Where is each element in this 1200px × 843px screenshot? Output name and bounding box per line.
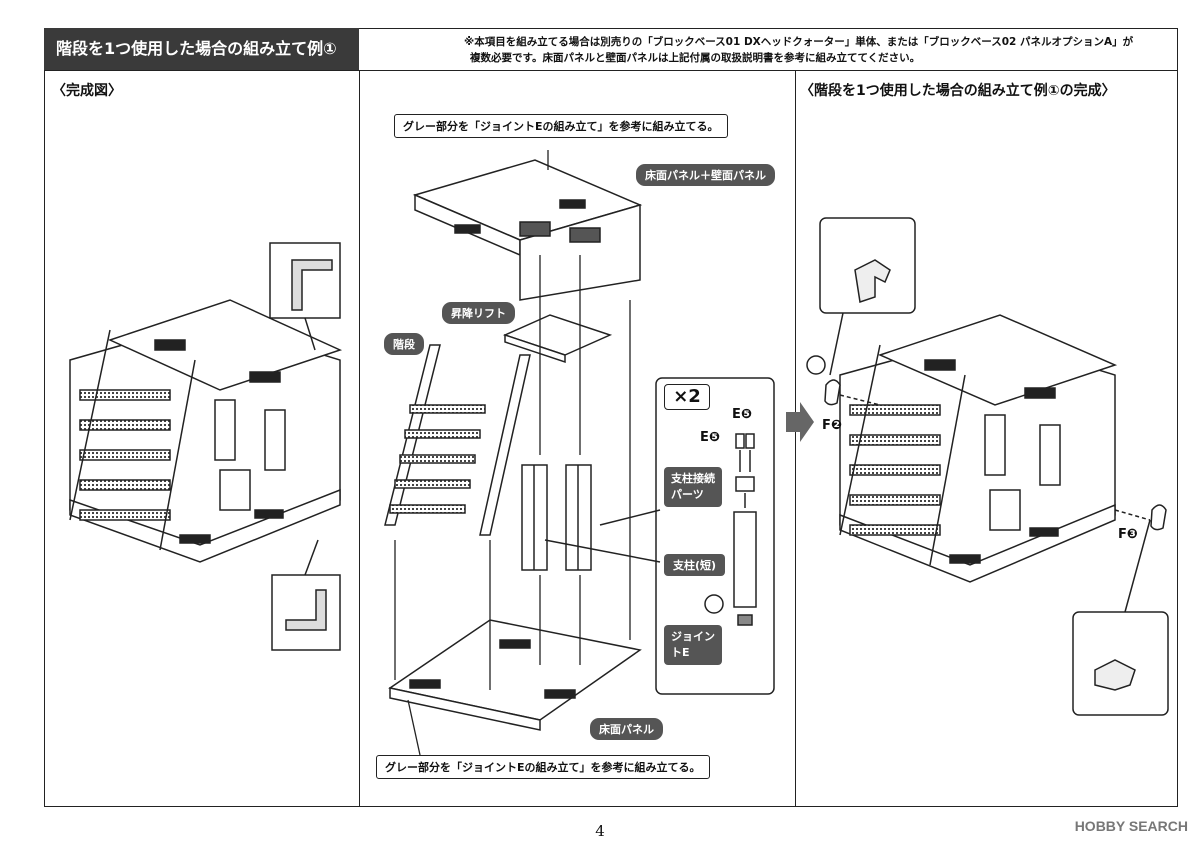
- tag-pillar-connector: 支柱接続パーツ: [664, 467, 722, 507]
- part-label-f3: F❸: [1118, 527, 1138, 542]
- detail-inset-top: [269, 242, 341, 351]
- page-number: 4: [595, 822, 605, 840]
- lift-part: [502, 314, 613, 364]
- stairs-part: [384, 344, 531, 536]
- page-frame: [44, 28, 1178, 807]
- tag-floor-panel: 床面パネル: [590, 718, 663, 740]
- header-note: ※本項目を組み立てる場合は別売りの「ブロックベース01 DXヘッドクォーター」単…: [464, 34, 1174, 66]
- header: 階段を1つ使用した場合の組み立て例① ※本項目を組み立てる場合は別売りの「ブロッ…: [44, 28, 1178, 70]
- assembly-arrows: [394, 150, 631, 756]
- parts-box: [544, 377, 775, 695]
- detail-inset-bottom: [271, 539, 341, 651]
- tag-joint-e: ジョイントE: [664, 625, 722, 665]
- pillar-parts: [521, 464, 592, 571]
- left-section-label: 〈完成図〉: [52, 83, 122, 99]
- note-line-2: 複数必要です。床面パネルと壁面パネルは上記付属の取扱説明書を参考に組み立ててくだ…: [470, 52, 921, 64]
- completed-model-right: [839, 314, 1118, 583]
- column-divider-1: [359, 70, 360, 807]
- column-divider-2: [795, 70, 796, 807]
- note-line-1: ※本項目を組み立てる場合は別売りの「ブロックベース01 DXヘッドクォーター」単…: [464, 36, 1134, 48]
- part-label-e5-lower: E❺: [700, 430, 720, 445]
- callout-top: グレー部分を「ジョイントEの組み立て」を参考に組み立てる。: [394, 114, 728, 138]
- completed-model-illustration: [69, 299, 343, 563]
- detail-inset-right-top: [819, 217, 916, 376]
- f-parts: [824, 379, 1167, 531]
- multiplier-badge: ×2: [664, 384, 710, 410]
- floor-panel-part: [388, 619, 642, 731]
- part-label-e5-upper: E❺: [732, 407, 752, 422]
- tag-stairs: 階段: [384, 333, 424, 355]
- header-divider: [44, 70, 1178, 71]
- callout-bottom: グレー部分を「ジョイントEの組み立て」を参考に組み立てる。: [376, 755, 710, 779]
- part-label-f2: F❷: [822, 418, 842, 433]
- watermark: HOBBY SEARCH: [1074, 818, 1188, 834]
- page-title: 階段を1つ使用した場合の組み立て例①: [44, 28, 359, 70]
- detail-inset-right-bottom: [1072, 519, 1169, 716]
- right-section-label: 〈階段を1つ使用した場合の組み立て例①の完成〉: [800, 83, 1116, 99]
- tag-lift: 昇降リフト: [442, 302, 515, 324]
- tag-pillar-short: 支柱(短): [664, 554, 726, 576]
- floor-wall-panel-part: [412, 159, 643, 301]
- next-step-arrow-icon: [786, 402, 814, 442]
- tag-floor-wall-panel: 床面パネル＋壁面パネル: [636, 164, 775, 186]
